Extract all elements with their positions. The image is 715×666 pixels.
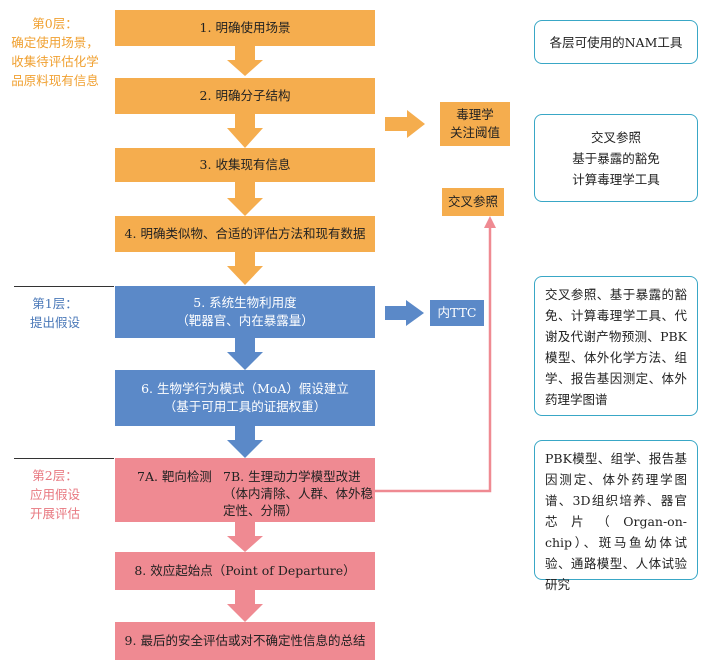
layer-2-tools-note: PBK模型、组学、报告基因测定、体外药理学图谱、3D组织培养、器官芯片（Orga… <box>534 440 698 592</box>
down-arrow-1-2 <box>227 46 263 76</box>
layer-1-tools-note: 交叉参照、基于暴露的豁免、计算毒理学工具、代谢及代谢产物预测、PBK模型、体外化… <box>534 276 698 416</box>
nam-tools-header: 各层可使用的NAM工具 <box>534 20 698 64</box>
cross-reference-connector <box>375 226 492 493</box>
step-8-box: 8. 效应起始点（Point of Departure） <box>115 552 375 590</box>
step-1-box: 1. 明确使用场景 <box>115 10 375 46</box>
layer-1-label: 第1层： 提出假设 <box>29 296 80 330</box>
ttc-box: 毒理学 关注阈值 <box>440 102 510 146</box>
step-5-box: 5. 系统生物利用度 （靶器官、内在暴露量） <box>115 286 375 338</box>
layer-0-tools-note: 交叉参照 基于暴露的豁免 计算毒理学工具 <box>534 114 698 202</box>
layer-1-separator <box>14 286 114 287</box>
right-arrow-internal-ttc <box>385 300 424 326</box>
step-2-box: 2. 明确分子结构 <box>115 78 375 114</box>
down-arrow-6-7 <box>227 426 263 458</box>
step-7b-text: 7B. 生理动力学模型改进 （体内清除、人群、体外稳 定性、分隔） <box>223 469 374 518</box>
step-3-box: 3. 收集现有信息 <box>115 148 375 182</box>
cross-reference-box: 交叉参照 <box>442 188 504 216</box>
down-arrow-5-6 <box>227 338 263 370</box>
layer-2-label: 第2层： 应用假设 开展评估 <box>29 468 80 521</box>
down-arrow-4-5 <box>227 252 263 285</box>
down-arrow-7-8 <box>227 522 263 552</box>
step-7a-text: 7A. 靶向检测 <box>137 469 212 484</box>
step-4-box: 4. 明确类似物、合适的评估方法和现有数据 <box>115 216 375 252</box>
cross-reference-arrowhead <box>484 216 496 228</box>
down-arrow-2-3 <box>227 114 263 148</box>
internal-ttc-box: 内TTC <box>430 300 484 326</box>
layer-0-label: 第0层： 确定使用场景， 收集待评估化学 品原料现有信息 <box>11 16 99 88</box>
step-7-box: 7A. 靶向检测 7B. 生理动力学模型改进 （体内清除、人群、体外稳 定性、分… <box>115 458 375 522</box>
right-arrow-ttc <box>385 110 425 138</box>
layer-2-separator <box>14 458 114 459</box>
down-arrow-8-9 <box>227 590 263 622</box>
down-arrow-3-4 <box>227 182 263 216</box>
step-9-box: 9. 最后的安全评估或对不确定性信息的总结 <box>115 622 375 660</box>
step-6-box: 6. 生物学行为模式（MoA）假设建立 （基于可用工具的证据权重） <box>115 370 375 426</box>
